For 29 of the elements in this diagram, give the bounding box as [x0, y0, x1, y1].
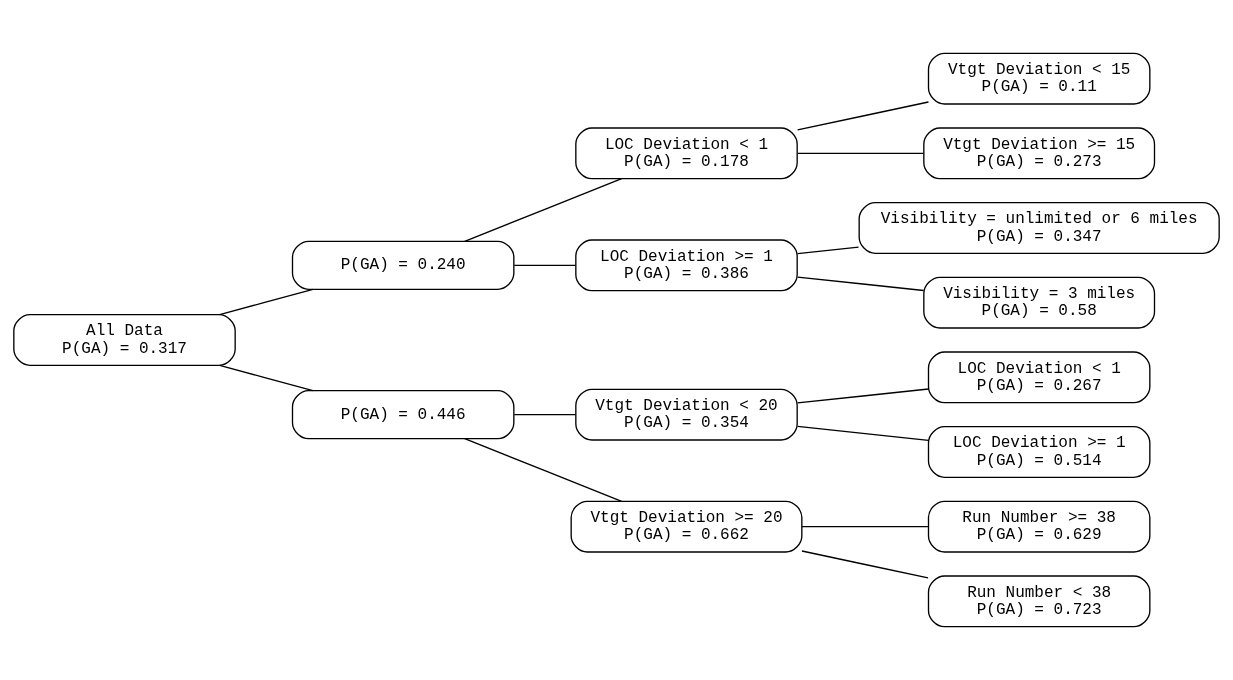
node-box: Vtgt Deviation >= 15 P(GA) = 0.273 [923, 127, 1156, 180]
connector [796, 388, 930, 404]
connector [796, 425, 930, 441]
connector [464, 178, 623, 242]
node-box: Visibility = unlimited or 6 miles P(GA) = 0.347 [858, 202, 1220, 254]
node-box: Run Number >= 38 P(GA) = 0.629 [927, 500, 1151, 553]
connector [219, 288, 314, 316]
node-box: Run Number < 38 P(GA) = 0.723 [927, 575, 1151, 628]
connector [801, 526, 929, 528]
node-box: LOC Deviation < 1 P(GA) = 0.267 [927, 351, 1151, 404]
connector [796, 101, 930, 131]
connector [801, 550, 929, 579]
connector [513, 264, 577, 266]
connector [219, 364, 314, 392]
node-box: Vtgt Deviation < 20 P(GA) = 0.354 [575, 388, 798, 441]
connector [513, 414, 577, 416]
node-box: LOC Deviation >= 1 P(GA) = 0.386 [575, 239, 798, 292]
connector [464, 438, 623, 502]
node-box: Vtgt Deviation >= 20 P(GA) = 0.662 [570, 500, 803, 553]
connector [796, 246, 860, 255]
node-box: LOC Deviation < 1 P(GA) = 0.178 [575, 127, 798, 180]
connector [796, 276, 925, 292]
node-box: Vtgt Deviation < 15 P(GA) = 0.11 [927, 52, 1151, 105]
node-box: P(GA) = 0.446 [291, 390, 515, 440]
node-box: Visibility = 3 miles P(GA) = 0.58 [923, 276, 1156, 329]
node-box: LOC Deviation >= 1 P(GA) = 0.514 [927, 426, 1151, 478]
node-box: P(GA) = 0.240 [291, 240, 515, 290]
node-box: All Data P(GA) = 0.317 [13, 314, 236, 366]
connector [796, 152, 925, 154]
